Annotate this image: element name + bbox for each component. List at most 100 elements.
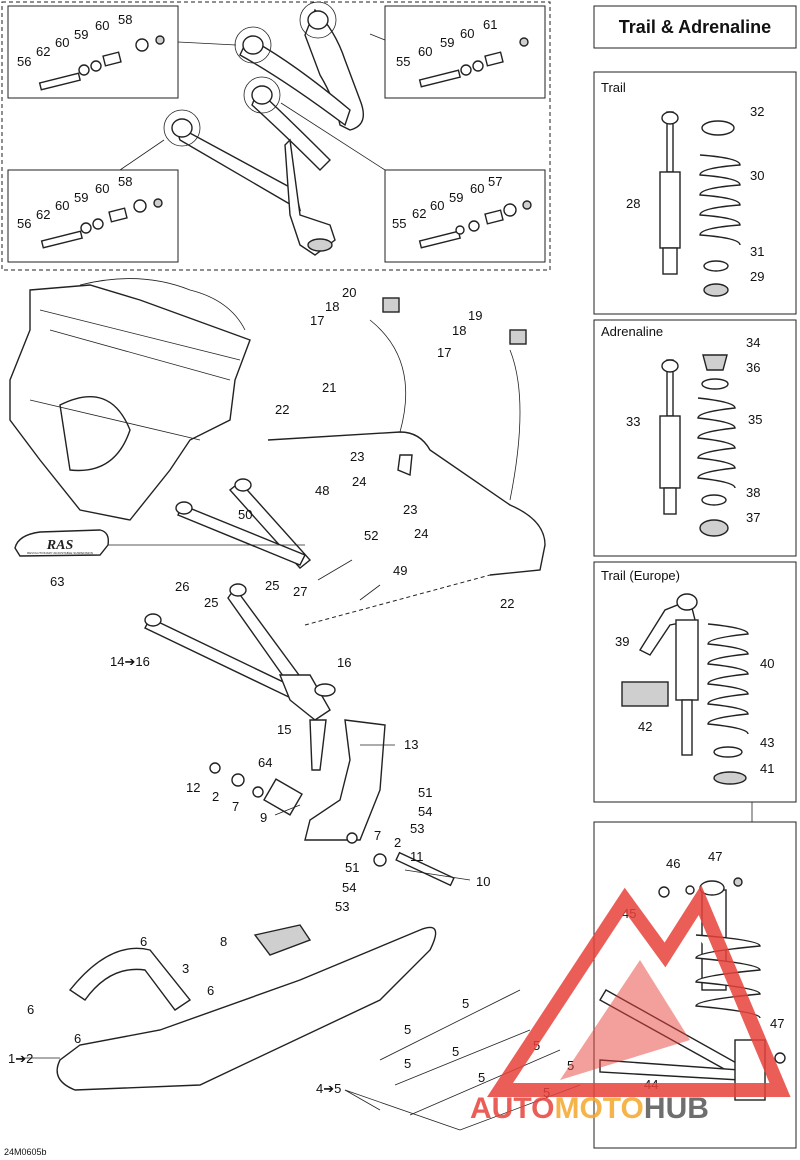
callout-52: 52 xyxy=(364,528,378,543)
callout-29: 29 xyxy=(750,269,764,284)
callout-25: 25 xyxy=(204,595,218,610)
callout-48: 48 xyxy=(315,483,329,498)
upper-a-arm-drawing xyxy=(119,1,386,256)
panel-trail-europe-title: Trail (Europe) xyxy=(601,568,680,583)
callout-28: 28 xyxy=(626,196,640,211)
callout-54: 54 xyxy=(418,804,432,819)
callout-7: 7 xyxy=(374,828,381,843)
callout-55: 55 xyxy=(392,216,406,231)
callout-23: 23 xyxy=(350,449,364,464)
callout-36: 36 xyxy=(746,360,760,375)
callout-49: 49 xyxy=(393,563,407,578)
ras-logo-letters: RAS xyxy=(46,538,74,553)
trail-shock-drawing xyxy=(659,111,741,297)
callout-12: 12 xyxy=(186,780,200,795)
callout-6: 6 xyxy=(207,983,214,998)
panel-trail-europe xyxy=(593,561,797,803)
callout-55: 55 xyxy=(396,54,410,69)
callout-60: 60 xyxy=(430,198,444,213)
callout-18: 18 xyxy=(452,323,466,338)
callout-51: 51 xyxy=(345,860,359,875)
callout-61: 61 xyxy=(483,17,497,32)
callout-54: 54 xyxy=(342,880,356,895)
ras-logo-tagline: REVOLUTIONARY ADJUSTABLE SUSPENSION xyxy=(27,551,93,555)
ski-leg-hardware xyxy=(209,762,455,887)
lower-a-arm-main xyxy=(144,583,336,721)
sway-bar-drawing xyxy=(267,297,546,576)
callout-24: 24 xyxy=(352,474,366,489)
automotohub-watermark: AUTOMOTOHUB xyxy=(470,884,791,1125)
upper-a-arm-main xyxy=(175,478,312,569)
callout-26: 26 xyxy=(175,579,189,594)
ski-drawing xyxy=(56,924,437,1091)
inset-lower-left xyxy=(7,169,179,263)
callout-43: 43 xyxy=(760,735,774,750)
callout-14-16: 14➔16 xyxy=(110,654,150,669)
panel-adrenaline xyxy=(593,319,797,557)
callout-58: 58 xyxy=(118,174,132,189)
callout-21: 21 xyxy=(322,380,336,395)
callout-62: 62 xyxy=(412,206,426,221)
callout-39: 39 xyxy=(615,634,629,649)
callout-59: 59 xyxy=(74,27,88,42)
callout-13: 13 xyxy=(404,737,418,752)
inset-lr-hardware xyxy=(418,200,532,249)
inset-upper-left xyxy=(7,5,179,99)
callout-63: 63 xyxy=(50,574,64,589)
callout-51: 51 xyxy=(418,785,432,800)
callout-46: 46 xyxy=(666,856,680,871)
callout-5: 5 xyxy=(478,1070,485,1085)
ras-logo: RAS REVOLUTIONARY ADJUSTABLE SUSPENSION xyxy=(14,529,110,557)
trail-europe-shock-drawing xyxy=(621,593,749,785)
callout-60: 60 xyxy=(418,44,432,59)
frame-chassis-drawing xyxy=(9,278,251,521)
callout-60: 60 xyxy=(95,18,109,33)
callout-62: 62 xyxy=(36,207,50,222)
callout-53: 53 xyxy=(335,899,349,914)
callout-32: 32 xyxy=(750,104,764,119)
inset-lower-right xyxy=(384,169,546,263)
callout-18: 18 xyxy=(325,299,339,314)
callout-30: 30 xyxy=(750,168,764,183)
callout-41: 41 xyxy=(760,761,774,776)
callout-22: 22 xyxy=(275,402,289,417)
panel-shock-assembly xyxy=(593,821,797,1149)
panel-trail xyxy=(593,71,797,315)
callout-50: 50 xyxy=(238,507,252,522)
callout-6: 6 xyxy=(74,1031,81,1046)
callout-15: 15 xyxy=(277,722,291,737)
inset-upper-right xyxy=(384,5,546,99)
callout-40: 40 xyxy=(760,656,774,671)
callout-59: 59 xyxy=(449,190,463,205)
callout-58: 58 xyxy=(118,12,132,27)
callout-20: 20 xyxy=(342,285,356,300)
callout-17: 17 xyxy=(437,345,451,360)
callout-17: 17 xyxy=(310,313,324,328)
callout-1-2: 1➔2 xyxy=(8,1051,33,1066)
callout-56: 56 xyxy=(17,216,31,231)
top-detail-region xyxy=(1,1,551,271)
callout-27: 27 xyxy=(293,584,307,599)
callout-38: 38 xyxy=(746,485,760,500)
callout-34: 34 xyxy=(746,335,760,350)
callout-5: 5 xyxy=(452,1044,459,1059)
callout-60: 60 xyxy=(470,181,484,196)
spindle-drawing xyxy=(263,719,386,841)
panel-adrenaline-title: Adrenaline xyxy=(601,324,663,339)
callout-24: 24 xyxy=(414,526,428,541)
callout-23: 23 xyxy=(403,502,417,517)
watermark-logo-icon xyxy=(487,884,791,1097)
callout-56: 56 xyxy=(17,54,31,69)
drawing-code: 24M0605b xyxy=(4,1147,47,1157)
callout-5: 5 xyxy=(404,1056,411,1071)
callout-9: 9 xyxy=(260,810,267,825)
callout-53: 53 xyxy=(410,821,424,836)
callout-47: 47 xyxy=(708,849,722,864)
callout-60: 60 xyxy=(55,35,69,50)
callout-60: 60 xyxy=(55,198,69,213)
title-box xyxy=(593,5,797,49)
callout-60: 60 xyxy=(460,26,474,41)
callout-33: 33 xyxy=(626,414,640,429)
callout-6: 6 xyxy=(27,1002,34,1017)
callout-7: 7 xyxy=(232,799,239,814)
